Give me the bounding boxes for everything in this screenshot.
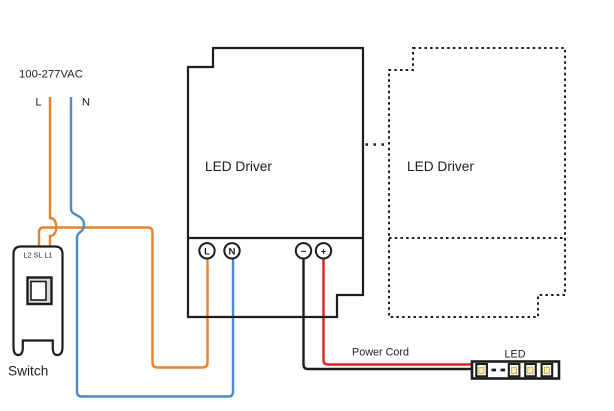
terminal-negative-label: − xyxy=(301,247,307,258)
mains-live-label: L xyxy=(35,97,41,109)
terminal-n-circle xyxy=(223,242,241,260)
led-chip xyxy=(540,362,554,378)
terminal-positive-label: + xyxy=(321,247,327,258)
led-driver-primary-outline xyxy=(186,46,365,319)
led-chip xyxy=(507,362,521,378)
led-chip xyxy=(475,362,488,378)
led-label: LED xyxy=(504,349,525,361)
terminal-n-label: N xyxy=(229,246,236,257)
neutral-wire xyxy=(69,97,235,398)
live-wire xyxy=(48,97,58,247)
wall-switch: L2 SL L1 Switch xyxy=(8,245,64,379)
led-driver-primary-label: LED Driver xyxy=(205,159,272,174)
terminal-positive: + xyxy=(314,242,333,260)
mains-neutral-label: N xyxy=(82,97,90,109)
power-cord-label: Power Cord xyxy=(352,347,409,359)
terminal-l-circle xyxy=(198,242,216,260)
switched-live-wire xyxy=(37,226,209,369)
mains-voltage-label: 100-277VAC xyxy=(19,69,83,81)
led-driver-secondary-outline xyxy=(388,47,566,318)
switch-label: Switch xyxy=(8,364,48,379)
led-driver-secondary: LED Driver xyxy=(388,47,566,318)
switch-terminals-label: L2 SL L1 xyxy=(24,251,53,260)
terminal-l-label: L xyxy=(204,246,210,257)
terminal-positive-circle xyxy=(314,242,333,260)
led-driver-primary: LED Driver L N − + xyxy=(186,46,365,319)
negative-output-wire xyxy=(302,258,472,371)
terminal-negative: − xyxy=(294,242,313,260)
terminal-negative-circle xyxy=(294,242,313,260)
led-driver-secondary-label: LED Driver xyxy=(407,159,474,174)
power-source: 100-277VAC L N xyxy=(19,69,90,109)
positive-output-wire xyxy=(322,258,472,366)
switch-rocker-button xyxy=(30,280,47,301)
terminal-l: L xyxy=(198,242,216,260)
led-strip: LED xyxy=(470,349,561,380)
led-chip xyxy=(524,362,537,378)
terminal-n: N xyxy=(223,242,241,260)
